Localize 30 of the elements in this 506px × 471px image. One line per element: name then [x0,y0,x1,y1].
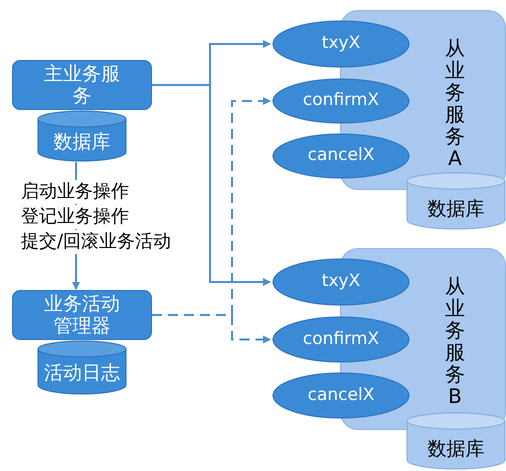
node-label: 数据库 [428,436,484,462]
database-cylinder [37,110,127,162]
node-label: 活动日志 [44,361,120,386]
step-note: 提交/回滚业务活动 [20,230,172,254]
operation-ellipse [272,316,410,363]
operation-ellipse [272,78,410,124]
operation-ellipse [272,258,410,306]
node-label: confirmX [302,89,380,112]
operation-ellipse [272,20,410,68]
node-label: cancelX [308,384,374,407]
service-box [12,60,152,110]
node-label: cancelX [308,144,374,168]
node-label: txyX [322,270,360,294]
step-note: 启动业务操作 [20,180,130,204]
node-label: 业务活动管理器 [43,293,121,337]
node-label: 数据库 [54,130,110,155]
operation-ellipse [272,133,410,179]
node-label: 数据库 [428,196,484,222]
connector-arrow [152,84,271,286]
service-box [12,290,152,340]
database-cylinder [37,340,127,395]
database-cylinder [406,172,506,230]
database-cylinder [406,412,506,470]
node-label: confirmX [302,328,380,351]
operation-ellipse [272,372,410,419]
vertical-service-label: 从业务服务B [445,275,465,407]
node-label: 主业务服务 [43,63,121,107]
step-note: 登记业务操作 [20,205,130,229]
node-label: txyX [322,32,360,56]
vertical-service-label: 从业务服务A [445,37,465,169]
